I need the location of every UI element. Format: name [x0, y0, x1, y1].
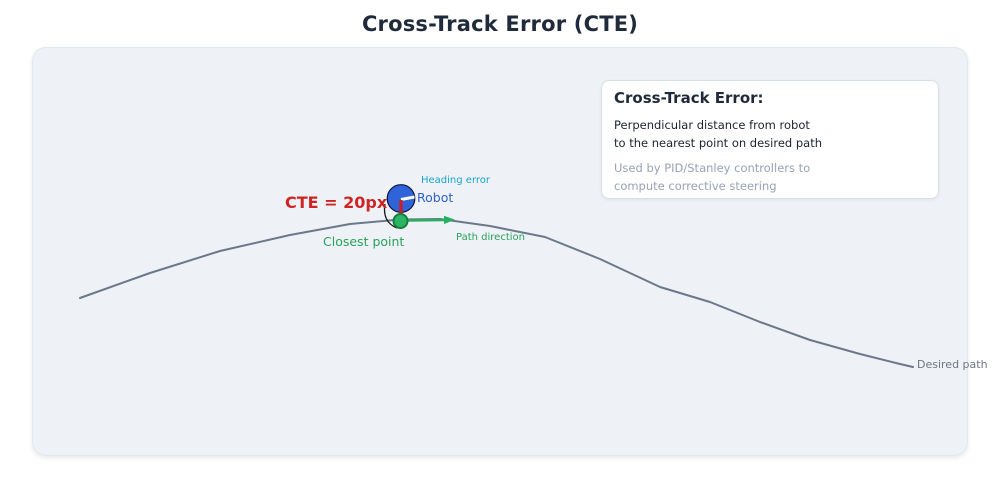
info-box-notes: Used by PID/Stanley controllers to compu… — [614, 159, 926, 195]
info-box-definition-line1: Perpendicular distance from robot — [614, 118, 810, 132]
path-direction-label: Path direction — [456, 232, 525, 243]
info-box: Cross-Track Error: Perpendicular distanc… — [601, 80, 939, 199]
cte-value-label: CTE = 20px — [285, 193, 388, 212]
closest-point-label: Closest point — [323, 234, 405, 249]
heading-error-label: Heading error — [421, 175, 490, 186]
info-box-note-line2: compute corrective steering — [614, 179, 777, 193]
info-box-definition-line2: to the nearest point on desired path — [614, 136, 823, 150]
page-title: Cross-Track Error (CTE) — [361, 12, 639, 36]
desired-path-label: Desired path — [917, 358, 988, 371]
robot-label: Robot — [417, 190, 454, 205]
info-box-note-line1: Used by PID/Stanley controllers to — [614, 161, 811, 175]
info-box-heading: Cross-Track Error: — [614, 89, 764, 107]
